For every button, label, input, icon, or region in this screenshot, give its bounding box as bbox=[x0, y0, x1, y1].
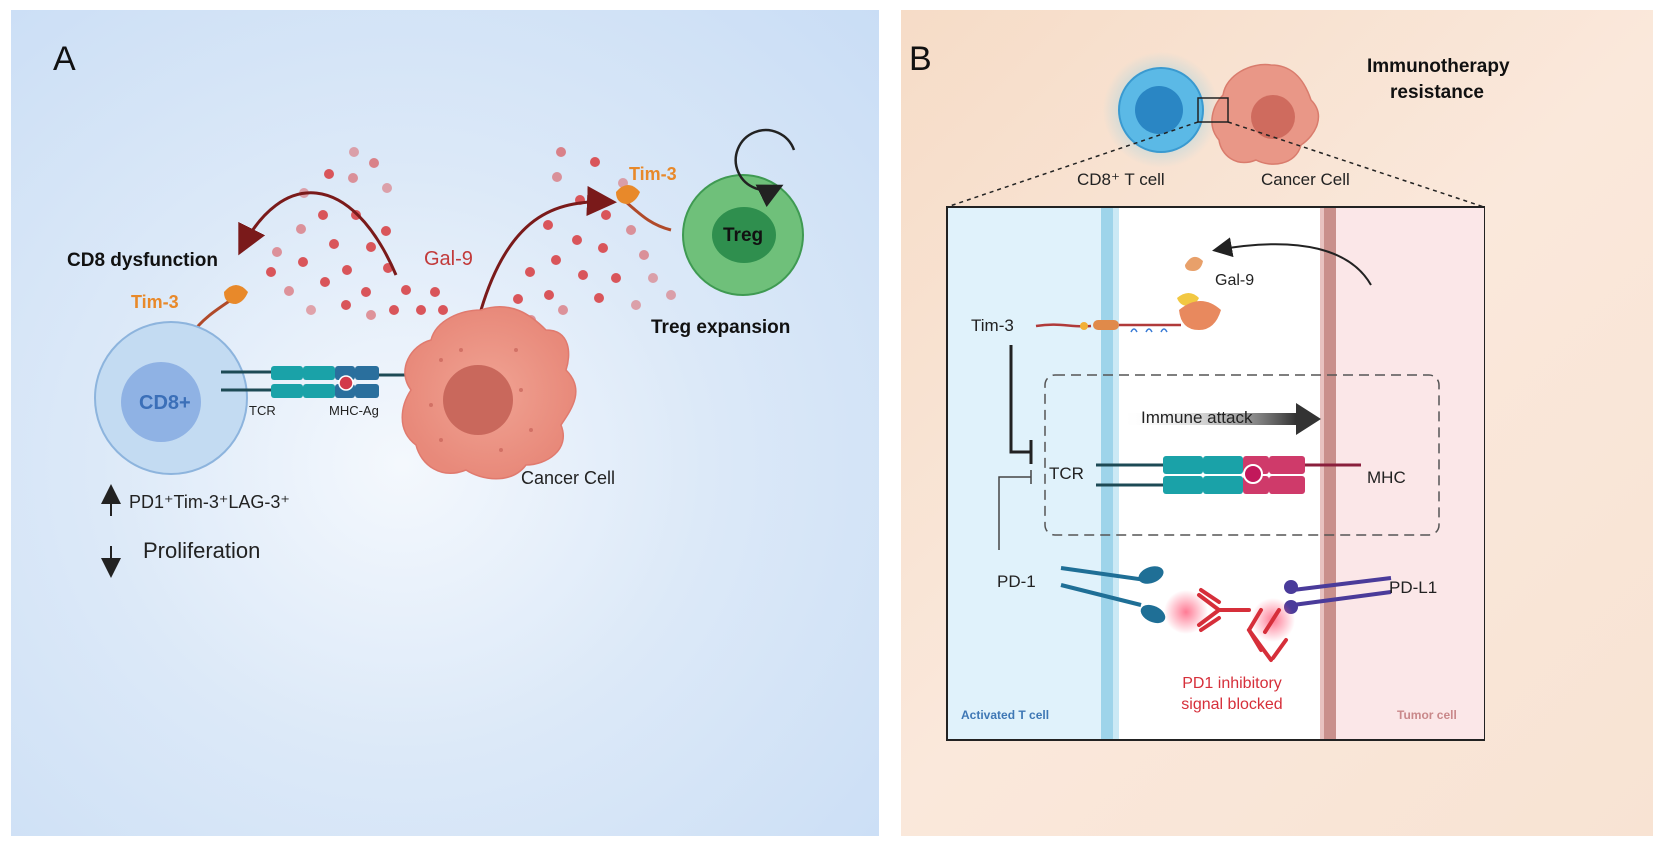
tim3-label-right: Tim-3 bbox=[629, 164, 677, 184]
tcr-label: TCR bbox=[249, 403, 276, 418]
gal9-particles bbox=[266, 147, 676, 325]
resistance-label: Immunotherapy resistance bbox=[1367, 56, 1510, 103]
cd8-dysfunction-label: CD8 dysfunction bbox=[67, 250, 218, 271]
immune-attack-arrow-body bbox=[1121, 413, 1296, 425]
activated-tcell-label: Activated T cell bbox=[961, 708, 1050, 722]
treg-label: Treg bbox=[723, 225, 764, 246]
zoom-line-right bbox=[1227, 121, 1485, 208]
tcr-label-b: TCR bbox=[1049, 464, 1084, 483]
antibody-glow-left bbox=[1164, 590, 1208, 634]
tim3-label-left: Tim-3 bbox=[131, 292, 179, 312]
top-cd8-tcell bbox=[1118, 67, 1204, 153]
cancer-cell bbox=[401, 306, 577, 480]
top-cancer-cell bbox=[1211, 63, 1320, 165]
gal9-label-b: Gal-9 bbox=[1215, 272, 1255, 289]
gal9-label: Gal-9 bbox=[424, 248, 473, 270]
cd8-cell bbox=[94, 321, 248, 475]
arrow-to-cd8 bbox=[238, 191, 398, 276]
tim3-receptor bbox=[1035, 320, 1181, 333]
panel-a-artwork bbox=[94, 128, 804, 578]
panel-b: B Immunotherapy resistance CD8⁺ T cell C… bbox=[901, 10, 1653, 836]
gal9-molecule bbox=[1177, 256, 1221, 330]
treg-expansion-label: Treg expansion bbox=[651, 317, 791, 338]
tumor-cell-label: Tumor cell bbox=[1397, 708, 1457, 722]
top-cancer-label: Cancer Cell bbox=[1261, 170, 1350, 189]
self-renew-arrow bbox=[734, 128, 796, 208]
cancer-cell-label: Cancer Cell bbox=[521, 468, 616, 488]
zoom-box bbox=[1197, 97, 1229, 123]
proliferation-label: Proliferation bbox=[143, 538, 261, 563]
mhc-label: MHC bbox=[1367, 468, 1406, 487]
blocked-label-line2: signal blocked bbox=[1181, 696, 1283, 713]
markers-label: PD1⁺Tim-3⁺LAG-3⁺ bbox=[129, 492, 290, 512]
blocked-label-line1: PD1 inhibitory bbox=[1182, 675, 1282, 692]
pd1-label: PD-1 bbox=[997, 572, 1036, 591]
tim3-inhibition-line bbox=[1009, 345, 1031, 454]
tim3-receptor-treg bbox=[616, 185, 672, 232]
arrow-to-treg bbox=[479, 186, 617, 311]
tim3-label-b: Tim-3 bbox=[971, 316, 1014, 335]
antibody-left bbox=[1197, 588, 1251, 632]
panel-b-letter: B bbox=[909, 40, 932, 78]
panel-b-artwork bbox=[946, 52, 1485, 741]
mhc-ag-label: MHC-Ag bbox=[329, 403, 379, 418]
immune-attack-label: Immune attack bbox=[1141, 408, 1253, 427]
cd8-cell-label: CD8+ bbox=[139, 392, 191, 414]
immune-attack-arrow-head bbox=[1296, 403, 1321, 435]
tcr-mhc-complex bbox=[221, 366, 421, 398]
gal9-arrow bbox=[1212, 237, 1372, 286]
antibody-right bbox=[1246, 608, 1288, 662]
pdl1-ligand bbox=[1284, 576, 1392, 614]
pd1-inhibition-line bbox=[998, 476, 1031, 550]
tcr-mhc-complex-b bbox=[1096, 456, 1361, 494]
pd1-receptor bbox=[1060, 566, 1166, 624]
panel-a-letter: A bbox=[53, 40, 76, 78]
pdl1-label: PD-L1 bbox=[1389, 578, 1438, 597]
top-cd8-label: CD8⁺ T cell bbox=[1077, 170, 1165, 189]
panel-a: A CD8 dysfunction Tim-3 Tim-3 Gal-9 Treg… bbox=[11, 10, 879, 836]
